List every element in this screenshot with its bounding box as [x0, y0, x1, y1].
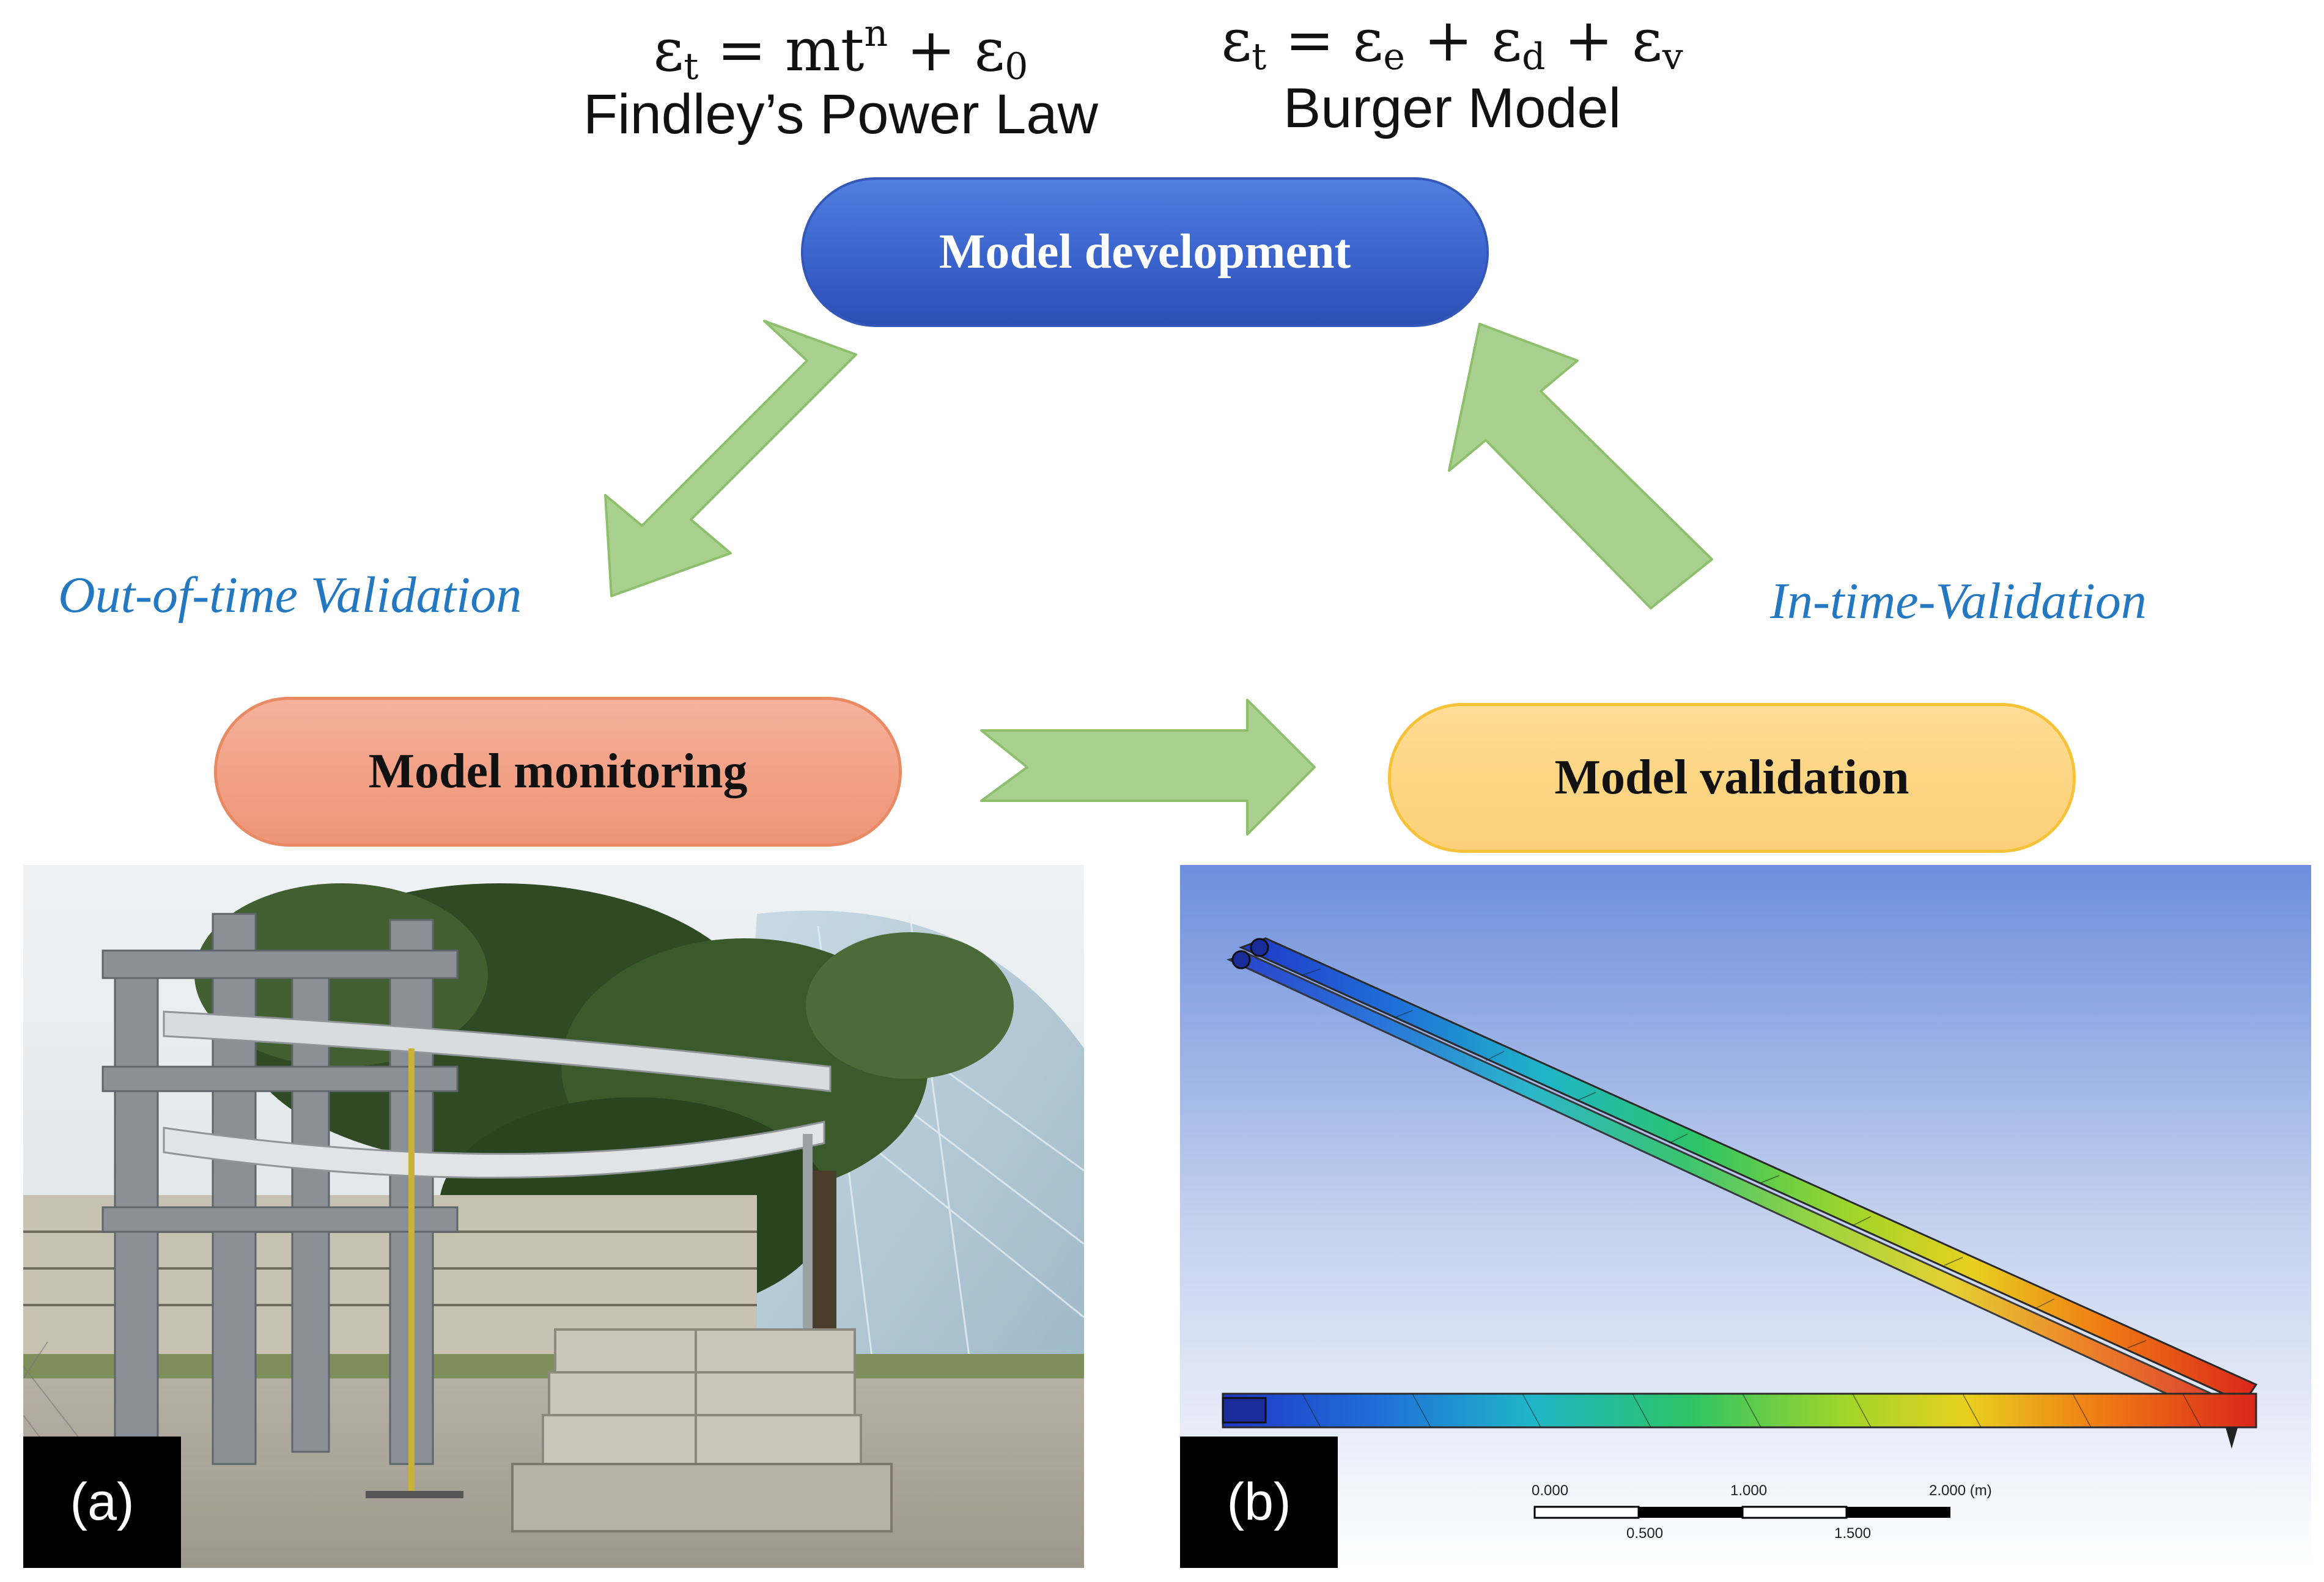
burger-formula: εt = εe + εd + εv — [1221, 6, 1683, 78]
model-validation-node: Model validation — [1388, 703, 2076, 853]
scale-label-1: 1.000 — [1730, 1482, 1768, 1499]
panel-b-fe-simulation: 0.000 1.000 2.000 (m) 0.500 1.500 (b) — [1180, 865, 2311, 1568]
findley-equation-group: εt = mtn + ε0 Findley’s Power Law — [550, 12, 1131, 153]
model-development-node: Model development — [801, 177, 1489, 327]
panel-b-tag: (b) — [1180, 1437, 1338, 1568]
findley-formula: εt = mtn + ε0 — [653, 12, 1028, 88]
scale-label-0: 0.000 — [1532, 1482, 1569, 1499]
out-of-time-validation-label: Out-of-time Validation — [58, 567, 522, 624]
scale-label-05: 0.500 — [1626, 1525, 1664, 1542]
scale-label-15: 1.500 — [1834, 1525, 1872, 1542]
model-monitoring-node: Model monitoring — [214, 697, 902, 847]
burger-model-name: Burger Model — [1283, 77, 1621, 139]
field-test-photo — [23, 865, 1084, 1568]
in-time-validation-label: In-time-Validation — [1770, 573, 2147, 630]
burger-equation-group: εt = εe + εd + εv Burger Model — [1192, 6, 1712, 147]
scale-label-2: 2.000 (m) — [1929, 1482, 1992, 1499]
fe-deformation-render — [1180, 865, 2311, 1568]
findley-model-name: Findley’s Power Law — [583, 83, 1098, 145]
arrow-development-to-monitoring — [604, 320, 857, 597]
scale-bar — [1533, 1506, 1950, 1519]
panel-a-field-photo: (a) — [23, 865, 1084, 1568]
arrow-validation-to-development — [1448, 323, 1713, 609]
arrow-monitoring-to-validation — [980, 699, 1316, 836]
panel-a-tag: (a) — [23, 1437, 181, 1568]
